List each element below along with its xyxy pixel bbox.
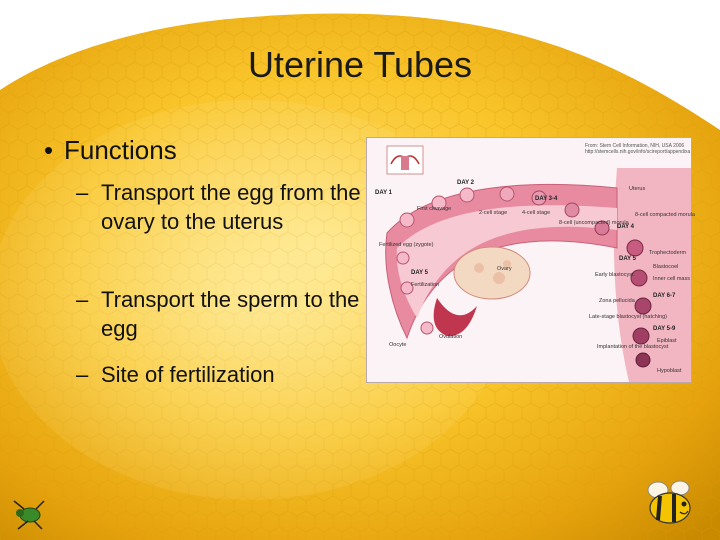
label-first-cleavage: First cleavage: [417, 206, 452, 212]
dash: –: [76, 180, 89, 205]
figure-illustration: [385, 145, 691, 382]
subpoint-transport-egg: – Transport the egg from the ovary to th…: [76, 178, 366, 236]
label-eight-cell: 8-cell (uncompacted) morula: [559, 220, 629, 226]
day-label: DAY 6-7: [653, 293, 676, 299]
label-late-blastocyst: Late-stage blastocyst (hatching): [589, 314, 667, 320]
label-epiblast: Epiblast: [657, 338, 677, 344]
bullet-dot: •: [44, 135, 54, 165]
day-label: DAY 2: [457, 180, 475, 186]
day-label: DAY 5-9: [653, 326, 676, 332]
bullet-functions: • Functions: [44, 135, 177, 166]
label-zona: Zona pellucida: [599, 298, 635, 304]
label-four-cell: 4-cell stage: [522, 210, 551, 216]
day-label: DAY 4: [617, 224, 635, 230]
day-label: DAY 5: [619, 256, 637, 262]
dash: –: [76, 287, 89, 312]
subpoint-text: Transport the sperm to the egg: [101, 287, 360, 341]
uterine-tube-figure: From: Stem Cell Information, NIH, USA 20…: [366, 137, 695, 383]
slide-title: Uterine Tubes: [247, 44, 473, 85]
dash: –: [76, 362, 89, 387]
label-trophectoderm: Trophectoderm: [649, 250, 687, 256]
bullet-label: Functions: [64, 135, 177, 165]
day-label: DAY 3-4: [535, 196, 558, 202]
label-compacted: 8-cell compacted morula: [635, 212, 695, 218]
label-two-cell: 2-cell stage: [479, 210, 508, 216]
label-hypoblast: Hypoblast: [657, 368, 682, 374]
label-ovary: Ovary: [497, 266, 512, 272]
label-early-blastocyst: Early blastocyst: [595, 272, 634, 278]
label-blastocoel: Blastocoel: [653, 264, 679, 270]
label-oocyte: Oocyte: [389, 342, 407, 348]
day-label: DAY 1: [375, 190, 393, 196]
beetle-icon: [13, 500, 45, 530]
label-implantation: Implantation of the blastocyst: [597, 344, 669, 350]
label-fertilized-egg: Fertilized egg (zygote): [379, 242, 434, 248]
figure-source-caption: From: Stem Cell Information, NIH, USA 20…: [585, 143, 691, 155]
subpoint-fertilization: – Site of fertilization: [76, 360, 366, 389]
label-inner-cell-mass: Inner cell mass: [653, 276, 690, 282]
day-label: DAY 5: [411, 270, 429, 276]
subpoint-text: Site of fertilization: [101, 362, 275, 387]
bee-icon: [647, 480, 691, 524]
label-ovulation: Ovulation: [439, 334, 463, 340]
label-fertilization: Fertilization: [411, 282, 440, 288]
subpoint-transport-sperm: – Transport the sperm to the egg: [76, 285, 366, 343]
label-uterus: Uterus: [629, 186, 646, 192]
subpoint-text: Transport the egg from the ovary to the …: [101, 180, 361, 234]
